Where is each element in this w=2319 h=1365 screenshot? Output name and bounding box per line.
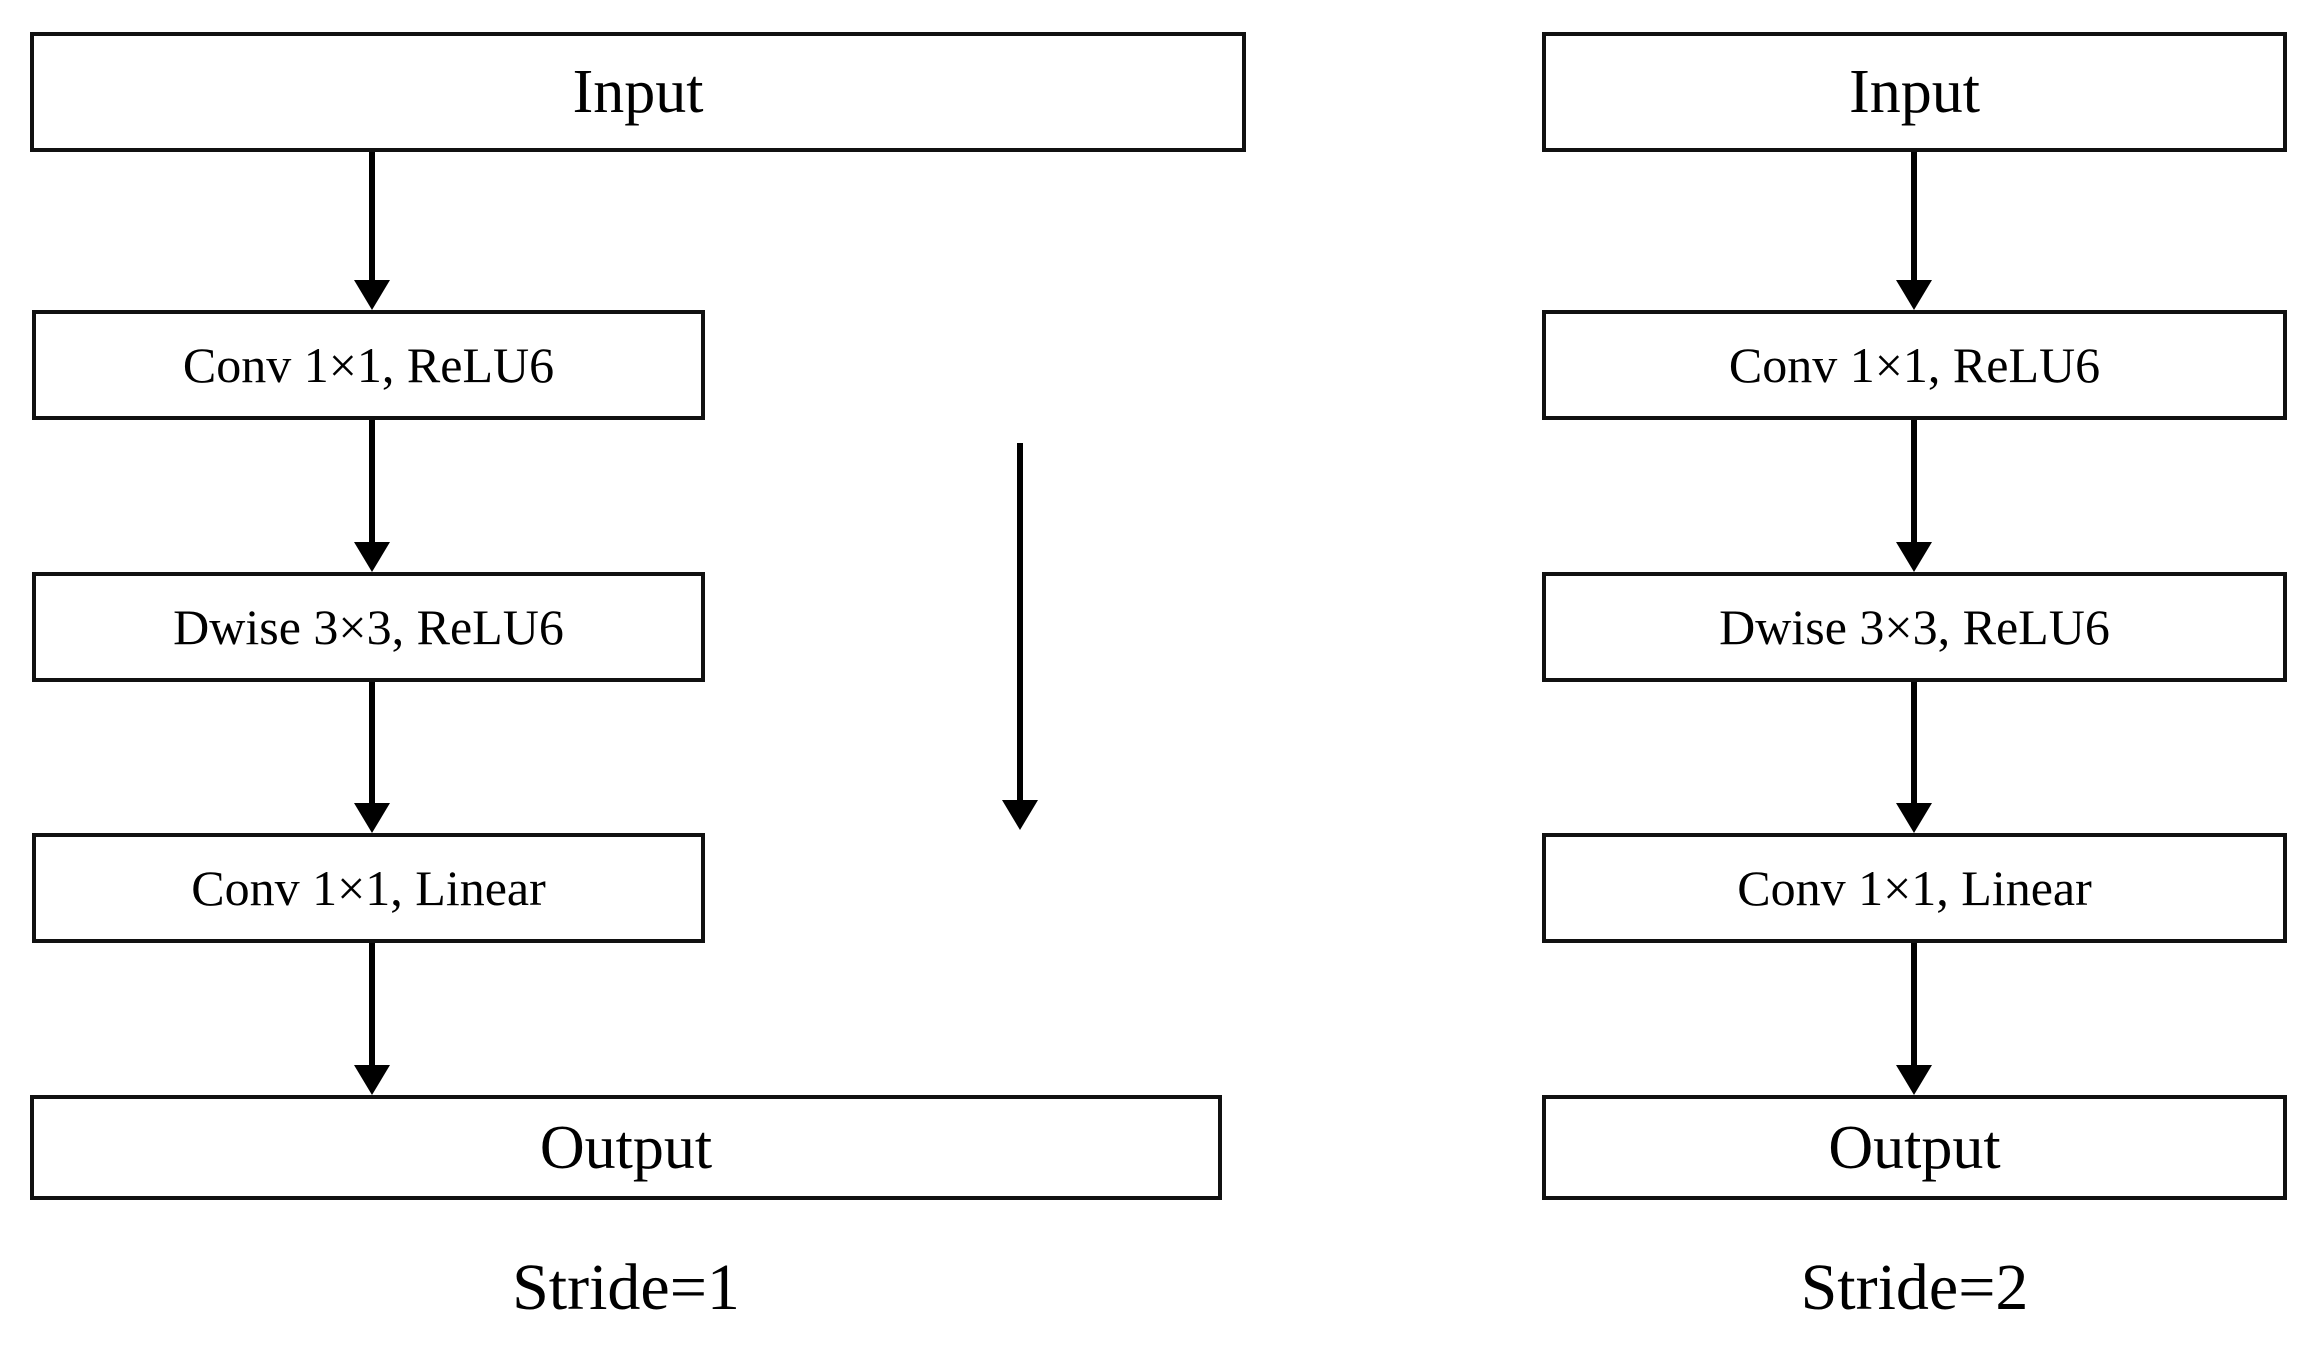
arrow-head-icon bbox=[354, 1065, 390, 1095]
arrow-shaft bbox=[369, 682, 375, 803]
arrow-shaft bbox=[1911, 682, 1917, 803]
stride1-conv1x1-relu6-box: Conv 1×1, ReLU6 bbox=[32, 310, 705, 420]
arrow-shaft bbox=[1911, 420, 1917, 542]
arrow-shaft bbox=[1911, 152, 1917, 280]
stride2-conv1x1-relu6-label: Conv 1×1, ReLU6 bbox=[1728, 337, 2101, 393]
stride2-edge-dwise-to-conv2 bbox=[1887, 682, 1941, 833]
stride1-caption: Stride=1 bbox=[512, 1251, 740, 1324]
center-flow-arrow bbox=[993, 443, 1047, 830]
stride1-edge-input-to-conv1 bbox=[345, 152, 399, 310]
stride2-input-box: Input bbox=[1542, 32, 2287, 152]
arrow-head-icon bbox=[1896, 280, 1932, 310]
stride2-edge-conv2-to-output bbox=[1887, 943, 1941, 1095]
arrow-head-icon bbox=[354, 542, 390, 572]
arrow-head-icon bbox=[354, 803, 390, 833]
arrow-shaft bbox=[369, 152, 375, 280]
stride1-input-label: Input bbox=[572, 58, 704, 126]
stride1-output-label: Output bbox=[539, 1113, 713, 1182]
arrow-head-icon bbox=[1896, 803, 1932, 833]
stride1-edge-dwise-to-conv2 bbox=[345, 682, 399, 833]
stride1-edge-conv1-to-dwise bbox=[345, 420, 399, 572]
arrow-shaft bbox=[1911, 943, 1917, 1065]
stride1-output-box: Output bbox=[30, 1095, 1222, 1200]
stride2-output-label: Output bbox=[1828, 1113, 2001, 1182]
arrow-head-icon bbox=[1896, 542, 1932, 572]
stride2-edge-input-to-conv1 bbox=[1887, 152, 1941, 310]
stride2-caption: Stride=2 bbox=[1800, 1251, 2029, 1324]
arrow-shaft bbox=[1017, 443, 1023, 800]
arrow-shaft bbox=[369, 420, 375, 542]
arrow-shaft bbox=[369, 943, 375, 1065]
stride1-dwise3x3-relu6-label: Dwise 3×3, ReLU6 bbox=[173, 599, 564, 655]
stride1-conv1x1-relu6-label: Conv 1×1, ReLU6 bbox=[182, 337, 555, 393]
stride2-dwise3x3-relu6-box: Dwise 3×3, ReLU6 bbox=[1542, 572, 2287, 682]
arrow-head-icon bbox=[1896, 1065, 1932, 1095]
stride2-output-box: Output bbox=[1542, 1095, 2287, 1200]
stride2-input-label: Input bbox=[1849, 58, 1980, 126]
stride2-edge-conv1-to-dwise bbox=[1887, 420, 1941, 572]
stride2-conv1x1-linear-label: Conv 1×1, Linear bbox=[1737, 860, 2092, 916]
stride1-edge-conv2-to-output bbox=[345, 943, 399, 1095]
stride2-conv1x1-relu6-box: Conv 1×1, ReLU6 bbox=[1542, 310, 2287, 420]
arrow-head-icon bbox=[354, 280, 390, 310]
arrow-head-icon bbox=[1002, 800, 1038, 830]
stride1-conv1x1-linear-label: Conv 1×1, Linear bbox=[191, 860, 546, 916]
stride1-dwise3x3-relu6-box: Dwise 3×3, ReLU6 bbox=[32, 572, 705, 682]
stride2-dwise3x3-relu6-label: Dwise 3×3, ReLU6 bbox=[1719, 599, 2110, 655]
stride1-input-box: Input bbox=[30, 32, 1246, 152]
stride2-conv1x1-linear-box: Conv 1×1, Linear bbox=[1542, 833, 2287, 943]
stride1-conv1x1-linear-box: Conv 1×1, Linear bbox=[32, 833, 705, 943]
